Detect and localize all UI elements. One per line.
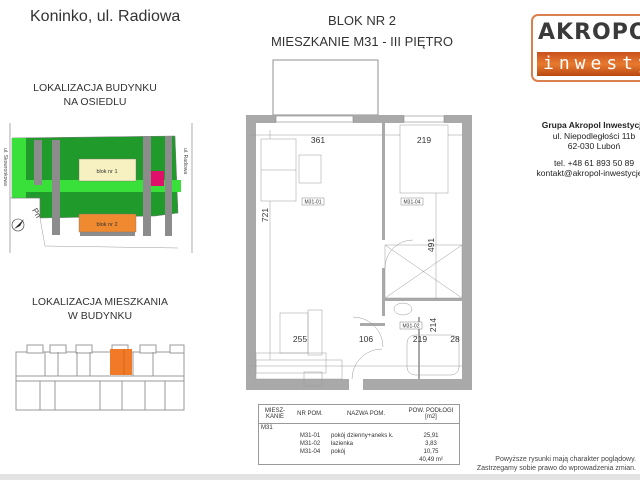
company-name: Grupa Akropol Inwestycje [541,120,640,130]
site-section-title: LOKALIZACJA BUDYNKU NA OSIEDLU [0,81,195,109]
dim-living-length: 721 [260,208,270,222]
location-title: Koninko, ul. Radiowa [30,8,181,25]
company-email[interactable]: kontakt@akropol-inwestycje.pl [536,168,640,178]
road [143,136,151,236]
dim-kitchen: 255 [293,334,307,344]
company-street: ul. Niepodległości 11b [552,130,636,141]
site-title-line2: NA OSIEDLU [63,96,127,108]
site-title-line1: LOKALIZACJA BUDYNKU [33,82,157,94]
block-title: BLOK NR 2 [328,13,396,28]
col-room-no: NR POM. [291,404,329,424]
road [34,140,42,185]
living-window [275,115,354,123]
apartment-cell: M31 [261,425,273,431]
balcony [272,59,379,116]
dim-bedroom-length: 491 [426,238,436,252]
room-no: M31-01 [299,433,321,439]
company-info: Grupa Akropol Inwestycje ul. Niepodległo… [534,120,640,179]
building-title-line1: LOKALIZACJA MIESZKANIA [32,296,168,308]
table-row: M31-04 pokój 10,75 [259,448,460,456]
room-area: 3,83 [425,441,437,447]
dim-bath-extra: 28 [450,334,460,344]
building-section-title: LOKALIZACJA MIESZKANIA W BUDYNKU [0,295,200,323]
table-row: M31-02 łazienka 3,83 [259,440,460,448]
table-total-row: 40,49 m² [259,456,460,465]
company-city: 62-030 Luboń [567,141,621,151]
building-1 [78,158,137,182]
road [52,140,60,235]
dim-bath-length: 214 [428,318,438,332]
room-label-living: M31-01 [305,200,322,206]
disclaimer: Powyższe rysunki mają charakter poglądow… [466,455,636,473]
floor-plan: 361 219 721 491 255 106 219 28 214 M31-0… [246,59,472,390]
building-2-label: blok nr 2 [96,222,117,228]
room-name: pokój [331,449,346,455]
room-area: 25,91 [423,433,439,439]
street-left-label: ul. Skowronkowa [2,148,8,186]
walls [246,115,472,390]
room-label-bedroom: M31-04 [404,200,421,206]
apartment-title: MIESZKANIE M31 - III PIĘTRO [270,34,454,49]
dim-bedroom-width: 219 [417,135,431,145]
dim-living-width: 361 [311,135,325,145]
logo-line1: AKROPOL [538,20,640,45]
bedroom-window [403,115,445,123]
akropol-logo: AKROPOL inwestycje [531,14,640,82]
total-area: 40,49 m² [419,457,443,463]
north-label: Pn [30,207,43,220]
site-map: ul. Skowronkowa ul. Radiowa blok nr 1 bl… [2,123,193,253]
building-1-label: blok nr 1 [96,169,117,175]
room-no: M31-04 [299,449,321,455]
apartment-highlight [110,349,132,375]
room-name: łazienka [331,441,354,447]
room-area-table: MIESZ-KANIE NR POM. NAZWA POM. POW. PODŁ… [258,404,460,465]
company-phone: tel. +48 61 893 50 89 [553,157,635,168]
disclaimer-line2: Zastrzegamy sobie prawo do wprowadzenia … [476,465,636,472]
building-title-line2: W BUDYNKU [67,310,133,322]
col-apartment: MIESZ-KANIE [258,404,291,424]
room-area: 10,75 [423,449,439,455]
dim-bath-width: 219 [413,334,427,344]
building-plan [15,344,185,411]
table-row: M31 [259,424,460,433]
table-row: M31-01 pokój dzienny+aneks k. 25,91 [259,432,460,440]
col-room-name: NAZWA POM. [329,404,403,424]
room-label-bath: M31-02 [403,324,420,330]
col-area: POW. PODŁOGI [m2] [403,404,460,424]
logo-line2: inwestycje [537,52,640,76]
dim-hall: 106 [359,334,373,344]
building-2 [78,213,137,233]
disclaimer-line1: Powyższe rysunki mają charakter poglądow… [495,456,636,463]
highlight-marker [151,171,164,186]
road [165,136,172,236]
street-right-label: ul. Radiowa [182,148,188,174]
bottom-bar [0,474,640,480]
room-no: M31-02 [299,441,321,447]
room-name: pokój dzienny+aneks k. [331,433,394,439]
